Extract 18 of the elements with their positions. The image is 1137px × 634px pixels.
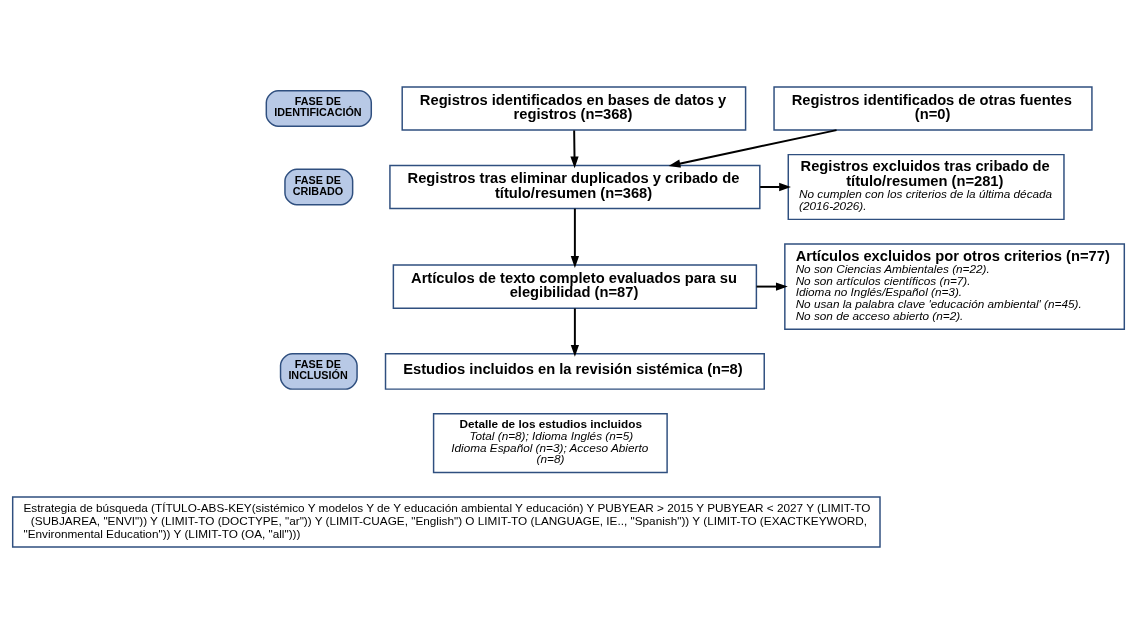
node-box: FASE DE CRIBADO <box>284 168 354 206</box>
arrow <box>570 307 579 357</box>
node-box: Registros excluidos tras cribado de título/resumen (n=281) No cumplen con los criterios de la última década (2016-2026). <box>787 153 1065 221</box>
node-box: Detalle de los estudios incluidos Total (n=8); Idioma Inglés (n=5) Idioma Español (n=3); Acceso Abierto (n=8) <box>432 412 668 474</box>
arrow <box>755 282 788 291</box>
node-box: Artículos de texto completo evaluados para su elegibilidad (n=87) <box>392 264 758 309</box>
arrow <box>668 129 838 168</box>
node-box: FASE DE INCLUSIÓN <box>279 353 358 390</box>
node-box: Artículos excluidos por otros criterios (n=77) No son Ciencias Ambientales (n=22). No son artículos científicos (n=7). Idioma no Inglés/Español (n=3). No usan la palabra clave 'educación ambiental' (n=45). No son de acceso abierto (n=2). <box>784 243 1126 330</box>
arrow <box>570 207 579 268</box>
node-box: Registros identificados de otras fuentes (n=0) <box>773 86 1093 131</box>
arrow <box>570 129 579 169</box>
node-box: FASE DE IDENTIFICACIÓN <box>265 90 373 127</box>
node-box: Registros tras eliminar duplicados y cribado de título/resumen (n=368) <box>389 164 761 210</box>
node-box: Registros identificados en bases de datos y registros (n=368) <box>401 86 747 131</box>
arrow <box>759 182 791 192</box>
node-box: Estudios incluidos en la revisión sistémica (n=8) <box>384 353 765 390</box>
node-box: Estrategia de búsqueda (TÍTULO-ABS-KEY(sistémico Y modelos Y de Y educación ambiental Y educación) Y PUBYEAR > 2015 Y PUBYEAR < 2027 Y (LIMIT-TO (SUBJAREA, "ENVI")) Y (LIMIT-TO (DOCTYPE, "ar")) Y (LIMIT-CUAGE, "English") O LIMIT-TO (LANGUAGE, IE.., "Spanish")) Y (LIMIT-TO (EXACTKEYWORD, "Environmental Education")) Y (LIMIT-TO (OA, "all"))) <box>11 496 881 548</box>
